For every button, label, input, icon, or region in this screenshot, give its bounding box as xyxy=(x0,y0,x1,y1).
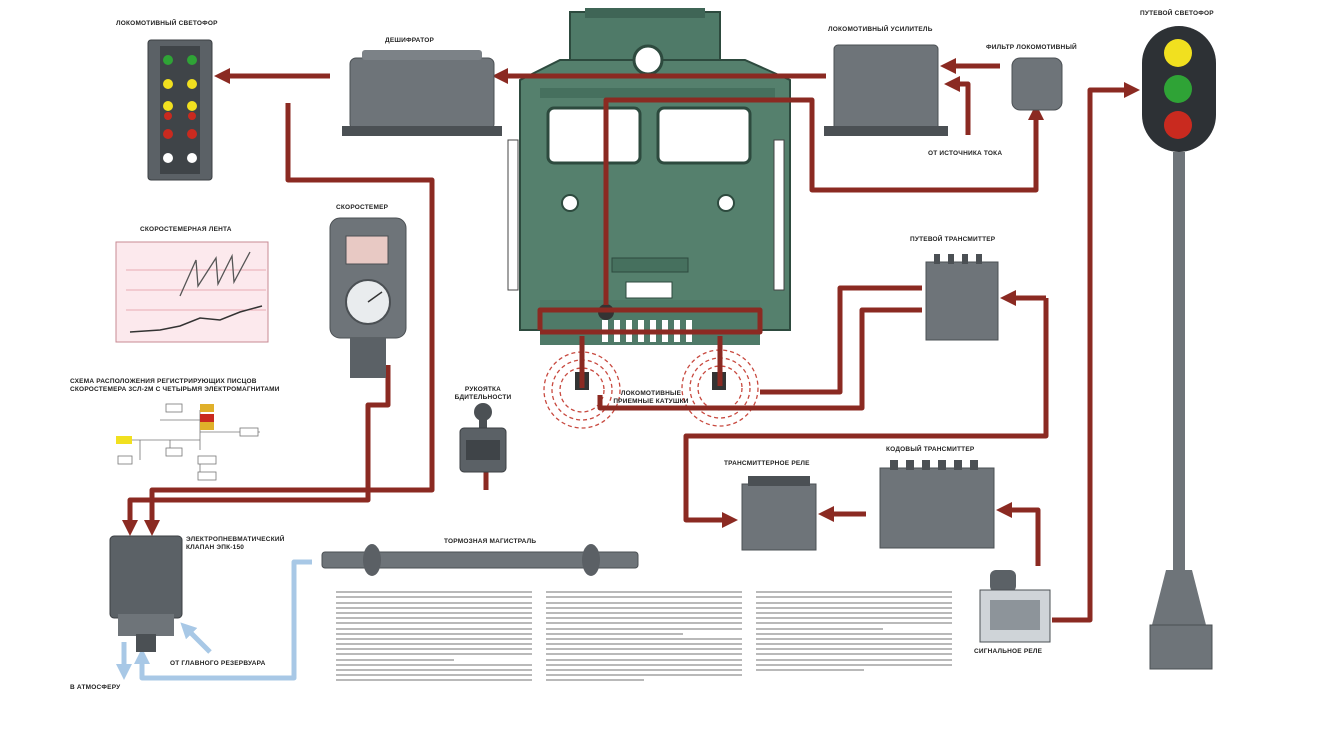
epk-valve xyxy=(110,536,182,652)
track-signal xyxy=(1142,26,1216,669)
loco-filter xyxy=(1012,58,1062,110)
loco-signal-label: ЛОКОМОТИВНЫЙ СВЕТОФОР xyxy=(116,20,218,27)
track-transmitter xyxy=(926,254,998,340)
vigilance-handle xyxy=(460,403,506,472)
speedometer xyxy=(330,218,406,378)
receiver-coils-label: ЛОКОМОТИВНЫЕ ПРИЕМНЫЕ КАТУШКИ xyxy=(610,390,692,406)
brake-line-label: ТОРМОЗНАЯ МАГИСТРАЛЬ xyxy=(444,538,536,545)
loco-amplifier xyxy=(824,45,948,136)
transmitter-relay xyxy=(742,476,816,550)
pens-scheme xyxy=(116,404,260,480)
locomotive xyxy=(508,8,790,428)
track-signal-label: ПУТЕВОЙ СВЕТОФОР xyxy=(1140,10,1214,17)
decoder xyxy=(342,50,502,136)
body-text-column-2 xyxy=(546,588,742,685)
track-transmitter-label: ПУТЕВОЙ ТРАНСМИТТЕР xyxy=(910,236,995,243)
body-text-column-3 xyxy=(756,588,952,674)
body-text-column-1 xyxy=(336,588,532,685)
to-atmosphere-label: В АТМОСФЕРУ xyxy=(70,684,120,691)
speedometer-tape xyxy=(116,242,268,342)
loco-signal xyxy=(148,40,212,180)
loco-amplifier-label: ЛОКОМОТИВНЫЙ УСИЛИТЕЛЬ xyxy=(828,26,933,33)
from-power-source-label: ОТ ИСТОЧНИКА ТОКА xyxy=(928,150,1002,157)
from-main-reservoir-label: ОТ ГЛАВНОГО РЕЗЕРВУАРА xyxy=(170,660,265,667)
signal-relay xyxy=(980,570,1050,642)
epk-valve-label: ЭЛЕКТРОПНЕВМАТИЧЕСКИЙ КЛАПАН ЭПК-150 xyxy=(186,536,312,552)
signal-relay-label: СИГНАЛЬНОЕ РЕЛЕ xyxy=(974,648,1042,655)
speedometer-tape-label: СКОРОСТЕМЕРНАЯ ЛЕНТА xyxy=(140,226,232,233)
pens-scheme-label: СХЕМА РАСПОЛОЖЕНИЯ РЕГИСТРИРУЮЩИХ ПИСЦОВ… xyxy=(70,378,300,394)
loco-filter-label: ФИЛЬТР ЛОКОМОТИВНЫЙ xyxy=(986,44,1077,51)
speedometer-label: СКОРОСТЕМЕР xyxy=(336,204,388,211)
transmitter-relay-label: ТРАНСМИТТЕРНОЕ РЕЛЕ xyxy=(724,460,810,467)
vigilance-handle-label: РУКОЯТКА БДИТЕЛЬНОСТИ xyxy=(448,386,518,402)
decoder-label: ДЕШИФРАТОР xyxy=(385,37,434,44)
brake-line-pipe xyxy=(322,544,638,576)
code-transmitter-label: КОДОВЫЙ ТРАНСМИТТЕР xyxy=(886,446,974,453)
code-transmitter xyxy=(880,460,994,548)
